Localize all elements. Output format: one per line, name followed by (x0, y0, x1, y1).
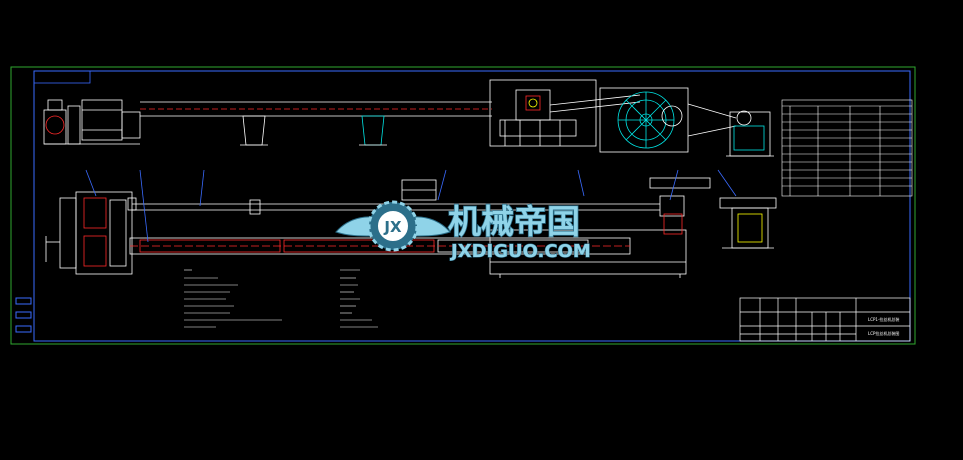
parameter-table (781, 99, 913, 197)
watermark-title: 机械帝国 (448, 202, 580, 241)
title-block (739, 297, 911, 342)
leader-lines (85, 169, 737, 243)
inner-frame (33, 70, 911, 342)
watermark-logo (335, 200, 451, 252)
outer-frame (10, 66, 916, 345)
top-machine (43, 79, 774, 157)
title-block-sub: LCP拉丝机总装图 (868, 330, 899, 336)
corner-tag (33, 70, 91, 84)
watermark-emblem: JX (383, 218, 402, 236)
technical-notes (184, 269, 378, 328)
title-block-name: LCP1-拉丝机总装 (868, 316, 899, 322)
side-tabs (15, 297, 32, 333)
watermark-url: JXDIGUO.COM (449, 241, 591, 262)
